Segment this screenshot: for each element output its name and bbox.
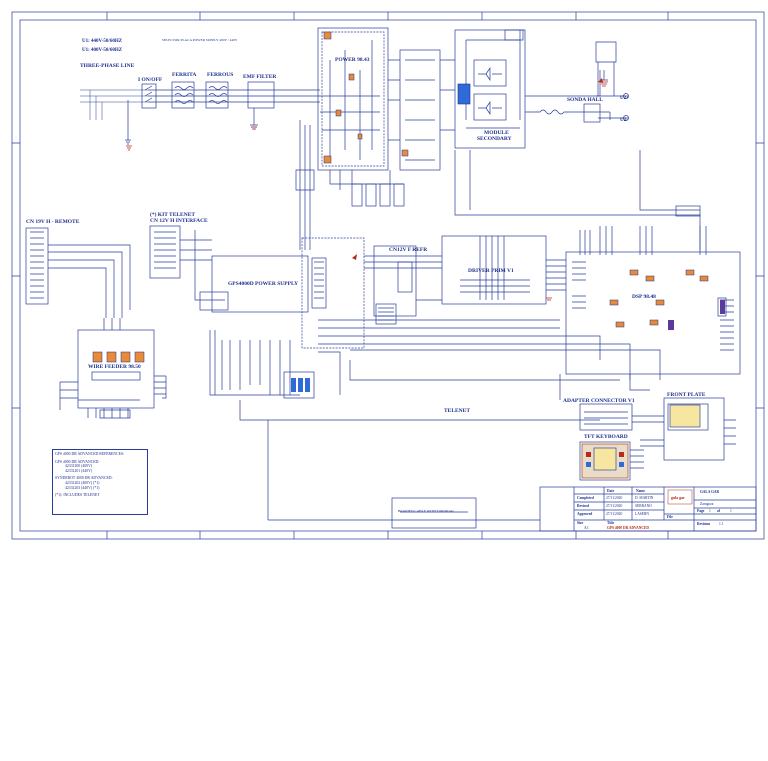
telenet-label: TELENET: [444, 408, 470, 414]
tb-size-label: Size: [577, 521, 584, 525]
tb-city: Zaragoza: [700, 502, 714, 506]
braided-cable-label: BRAIDED CABLE WITH TOROIDAL: [398, 509, 455, 513]
tb-row-completed: Completed: [577, 496, 594, 500]
tb-date-completed: 27/11/2020: [606, 496, 623, 500]
on-off-switch-label[interactable]: I ON/OFF: [138, 77, 163, 83]
module-secondary-label-1: MODULE: [484, 130, 509, 136]
tb-revision: 1.1: [719, 522, 724, 526]
tb-size: A3: [584, 526, 589, 530]
kit-telenet-label: (*) KIT TELENET: [150, 212, 196, 218]
three-phase-line-label: THREE-PHASE LINE: [80, 63, 135, 69]
tb-name-approved: LASERN: [635, 512, 649, 516]
tb-title: GPS 4000 DR ADVANCED: [607, 526, 649, 530]
tb-company: GALA GAR: [700, 490, 720, 494]
tb-title-label: Title: [607, 521, 615, 525]
tb-of-label: of: [717, 509, 720, 513]
supply-voltage-400: U1: 400V-50/60HZ: [82, 48, 123, 53]
front-plate-outline: [663, 397, 725, 461]
module-secondary-label-2: SECONDARY: [477, 136, 512, 142]
tb-revision-label: Revision: [697, 522, 711, 526]
tb-col-name: Name: [636, 489, 645, 493]
output-u2-minus: U2-: [620, 118, 628, 123]
selector-note: SELECTOR PLACA POWER SUPPLY 400V / 440V: [162, 38, 238, 42]
tb-name-revised: SERRANO: [635, 504, 652, 508]
tb-row-revised: Revised: [577, 504, 589, 508]
ferrous-label: FERROUS: [207, 72, 234, 78]
tb-date-approved: 27/11/2020: [606, 512, 623, 516]
ferrita-label: FERRITA: [172, 72, 197, 78]
references-group1-item: 42331200 (400V): [65, 464, 93, 469]
supply-voltage-440: U1: 440V-50/60HZ: [82, 39, 123, 44]
tb-of: 1: [730, 509, 732, 513]
output-u2-plus: U2+: [620, 96, 629, 101]
references-group2-title: SYNDEROT 4000 DR ADVANCED:: [55, 476, 113, 481]
secondary-module-outline: [454, 29, 526, 149]
title-block-outline: [539, 486, 757, 532]
company-logo: gala gar: [671, 495, 685, 500]
adapter-connector-label: ADAPTER CONNECTOR V1: [563, 398, 635, 404]
power-supply-label: GPS4000D POWER SUPPLY: [228, 281, 299, 287]
tb-name-completed: D. MARTIN: [635, 496, 654, 500]
dsp-label: DSP 98.48: [632, 294, 656, 300]
cn-interface-label: CN 12V H INTERFACE: [150, 218, 208, 224]
wire-feeder-outline: [77, 329, 155, 409]
power-board-label: POWER 98.43: [335, 57, 370, 63]
sonda-hall-label: SONDA HALL: [567, 97, 603, 103]
references-box: GPS 4000 DR ADVANCED REFERENCES: GPS 400…: [52, 449, 148, 515]
tb-file-label: File: [667, 515, 673, 519]
references-title: GPS 4000 DR ADVANCED REFERENCES:: [55, 452, 125, 456]
tft-keyboard-outline: [579, 441, 631, 481]
tft-keyboard-label: TFT KEYBOARD: [584, 434, 628, 440]
cn-refr-label: CN12V F REFR: [389, 247, 428, 253]
wire-feeder-label: WIRE FEEDER 98.50: [88, 364, 141, 370]
tb-date-revised: 27/11/2020: [606, 504, 623, 508]
dsp-board-outline: [565, 251, 741, 375]
driver-label: DRIVER PRIM V1: [468, 268, 514, 274]
power-board-outline: [317, 27, 389, 171]
references-group1-title: GPS 4000 DR ADVANCED:: [55, 459, 100, 464]
cn-remote-label: CN 19V H - REMOTE: [26, 219, 80, 225]
tb-page: 1: [709, 509, 711, 513]
references-group2-item: 42331202 (400V) (*1): [65, 480, 100, 485]
tb-row-approved: Approved: [577, 512, 593, 516]
emf-filter-label: EMF FILTER: [243, 74, 277, 80]
references-group1-item: 42331201 (440V): [65, 468, 93, 473]
tb-col-date: Date: [607, 489, 615, 493]
references-group2-item: 42331203 (440V) (*1): [65, 485, 100, 490]
front-plate-label: FRONT PLATE: [667, 392, 706, 398]
tb-page-label: Page: [697, 509, 705, 513]
references-note: (*1): INCLUDES TELENET: [55, 493, 100, 498]
